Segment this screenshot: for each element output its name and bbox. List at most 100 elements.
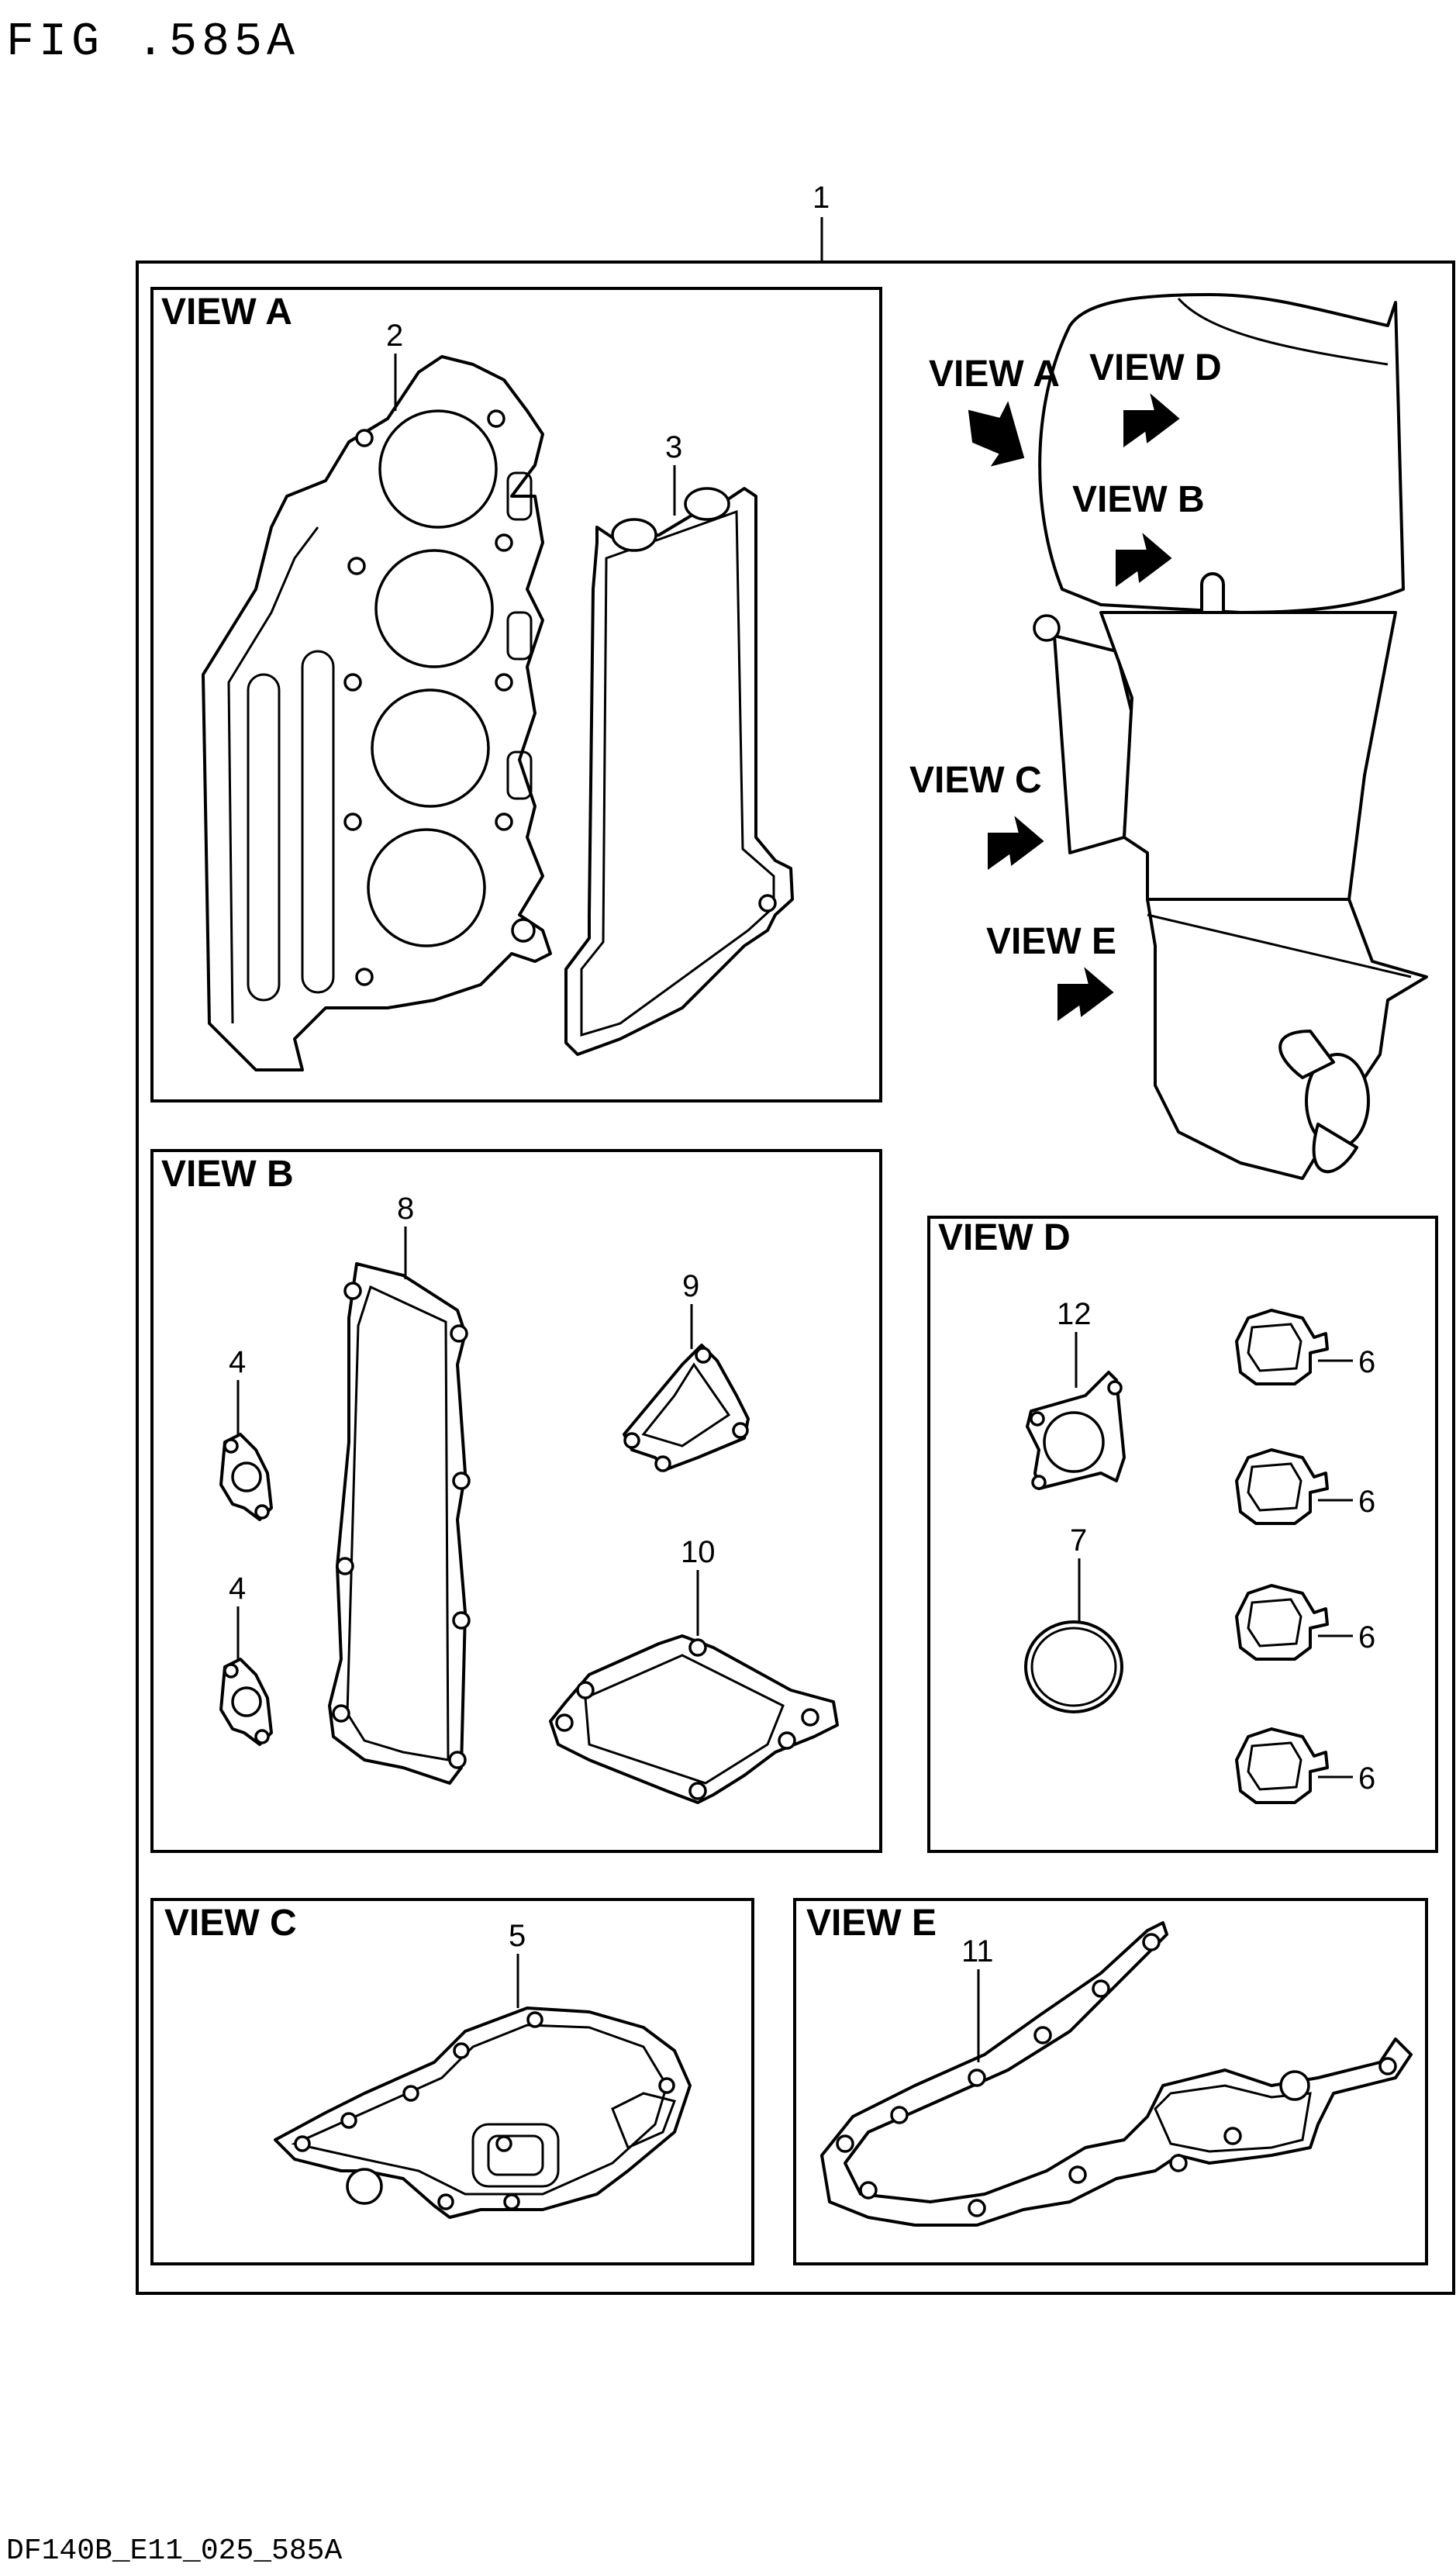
bolt-hole xyxy=(223,1438,239,1454)
part-10-outline xyxy=(549,1634,839,1804)
cover-gasket-inner xyxy=(580,509,775,1037)
part-5-window xyxy=(611,2092,676,2150)
bolt-hole xyxy=(688,1638,707,1657)
part-5-inner xyxy=(291,2024,668,2196)
part-7-o-ring xyxy=(1024,1620,1123,1713)
bolt-hole xyxy=(968,2199,986,2217)
bolt-hole xyxy=(450,1324,468,1343)
bolt-hole xyxy=(254,1729,270,1744)
engine-view-d-label: VIEW D xyxy=(1089,347,1222,388)
part-6-gasket-3 xyxy=(1235,1584,1329,1661)
cover-gasket-hole xyxy=(758,894,777,913)
bolt-hole xyxy=(968,2069,986,2087)
bolt-hole xyxy=(688,1782,707,1800)
bolt-hole xyxy=(1142,1933,1161,1951)
bolt-hole xyxy=(340,2112,357,2129)
part-12-outline xyxy=(1026,1371,1126,1490)
bolt-hole xyxy=(1378,2057,1397,2075)
bolt-hole xyxy=(495,533,513,552)
part-10-inner xyxy=(584,1654,785,1785)
water-jacket-slot-left xyxy=(247,673,281,1002)
footer-code: DF140B_E11_025_585A xyxy=(6,2534,342,2568)
propeller-blade xyxy=(1312,1123,1358,1174)
view-e-label: VIEW E xyxy=(806,1903,937,1944)
head-gasket-inner-edge xyxy=(227,526,319,1024)
bolt-hole xyxy=(1279,2070,1310,2101)
engine-view-a-label: VIEW A xyxy=(929,354,1060,395)
part-5-gasket xyxy=(274,2006,692,2219)
anti-ventilation-plate xyxy=(1147,913,1412,978)
part-11-outline xyxy=(820,1921,1413,2227)
engine-view-c-label: VIEW C xyxy=(909,760,1042,801)
part-6-inner xyxy=(1247,1741,1302,1791)
view-e-frame xyxy=(793,1898,1428,2265)
bolt-hole xyxy=(332,1704,350,1723)
part-5-port xyxy=(471,2123,560,2188)
bolt-hole xyxy=(487,409,505,428)
coolant-port xyxy=(506,471,533,521)
bolt-hole xyxy=(343,1282,362,1300)
callout-6-4: 6 xyxy=(1358,1761,1375,1796)
view-a-frame xyxy=(150,287,882,1102)
view-a-label: VIEW A xyxy=(161,292,292,333)
bolt-hole xyxy=(437,2193,454,2210)
callout-5: 5 xyxy=(509,1919,526,1953)
callout-6-2: 6 xyxy=(1358,1485,1375,1519)
part-2-head-gasket xyxy=(202,355,552,1071)
bolt-hole xyxy=(1033,2026,1052,2044)
callout-3: 3 xyxy=(665,430,682,464)
view-d-panel: VIEW D 12 7 6 6 xyxy=(927,1216,1438,1853)
bolt-hole xyxy=(254,1504,270,1520)
bolt-hole xyxy=(343,673,362,692)
view-c-arrow xyxy=(988,816,1044,870)
view-c-label: VIEW C xyxy=(164,1903,297,1944)
callout-7: 7 xyxy=(1070,1523,1087,1558)
bolt-hole xyxy=(654,1455,671,1472)
cover-gasket-outer xyxy=(564,487,794,1056)
bolt-hole xyxy=(336,1557,354,1575)
part-9-gasket xyxy=(623,1344,750,1472)
bolt-hole xyxy=(890,2106,909,2124)
part-6-outline xyxy=(1235,1584,1329,1661)
view-a-panel: VIEW A 2 xyxy=(150,287,882,1102)
view-e-arrow xyxy=(1057,967,1114,1021)
bolt-hole xyxy=(778,1731,796,1750)
part-3-cover-gasket xyxy=(564,487,794,1056)
o-ring-inner xyxy=(1030,1627,1117,1707)
view-a-arrow xyxy=(968,401,1025,467)
callout-2: 2 xyxy=(386,319,403,353)
bolt-hole xyxy=(732,1422,749,1439)
o-ring-outer xyxy=(1024,1620,1123,1713)
view-d-label: VIEW D xyxy=(938,1217,1071,1258)
bolt-hole xyxy=(1107,1380,1123,1396)
engine-midsection xyxy=(1099,611,1397,901)
part-6-gasket-1 xyxy=(1235,1309,1329,1385)
view-d-frame xyxy=(927,1216,1438,1853)
bolt-hole xyxy=(658,2077,675,2094)
water-jacket-slot-mid xyxy=(301,650,335,994)
part-6-outline xyxy=(1235,1727,1329,1804)
callout-11: 11 xyxy=(961,1934,994,1968)
part-4-port xyxy=(231,1461,262,1492)
coolant-port xyxy=(506,611,533,661)
part-10-gasket xyxy=(549,1634,839,1804)
tilt-pin xyxy=(1033,614,1061,642)
callout-12: 12 xyxy=(1057,1297,1092,1331)
callout-4-lower: 4 xyxy=(229,1572,246,1606)
figure-title: FIG .585A xyxy=(6,16,299,69)
callout-9: 9 xyxy=(682,1269,699,1303)
callout-6-1: 6 xyxy=(1358,1345,1375,1379)
bolt-hole xyxy=(1092,1979,1110,1998)
cover-gasket-tab xyxy=(611,518,657,552)
bolt-hole xyxy=(452,1472,471,1490)
view-b-frame xyxy=(150,1149,882,1853)
bolt-hole xyxy=(343,813,362,831)
bolt-hole xyxy=(1031,1475,1047,1490)
part-4-gasket-lower xyxy=(219,1658,273,1746)
part-12-port xyxy=(1043,1411,1105,1473)
cylinder-bore-1 xyxy=(378,409,498,529)
cover-gasket-tab xyxy=(684,487,730,521)
part-9-outline xyxy=(623,1344,750,1471)
bolt-hole xyxy=(1068,2165,1087,2184)
